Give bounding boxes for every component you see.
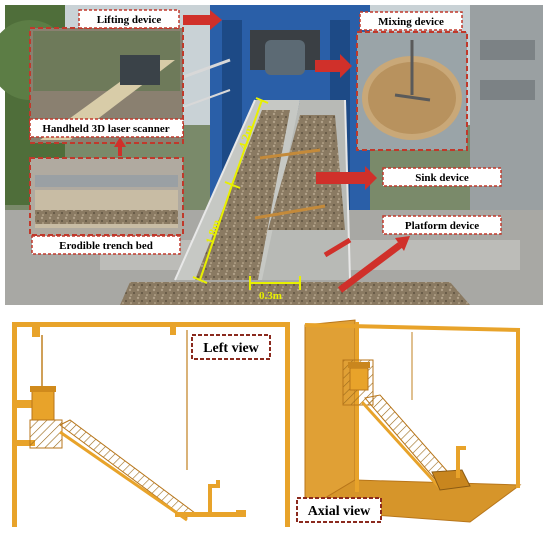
trench-bed-inset: [29, 157, 184, 236]
scanner-label: Handheld 3D laser scanner: [42, 123, 169, 135]
label-platform: Platform device: [382, 215, 502, 235]
label-mixing: Mixing device: [359, 11, 463, 31]
platform-device-label: Platform device: [405, 220, 479, 232]
width-label: 0.3m: [259, 290, 282, 302]
label-trench: Erodible trench bed: [31, 235, 181, 255]
axial-view-label: Axial view: [308, 504, 371, 519]
axial-view-model: [303, 319, 522, 523]
lifting-device-label: Lifting device: [97, 14, 162, 26]
label-scanner: Handheld 3D laser scanner: [29, 118, 184, 138]
lifting-arrow: [183, 10, 222, 30]
label-lifting: Lifting device: [78, 9, 180, 29]
platform-arrow: [337, 242, 403, 293]
left-view-model: [12, 322, 290, 527]
sink-arrow: [316, 166, 377, 190]
dimension-lines: [192, 97, 301, 290]
scanner-arrow: [114, 137, 126, 156]
trench-bed-label: Erodible trench bed: [59, 240, 153, 252]
mixing-arrow: [315, 54, 352, 78]
sink-device-label: Sink device: [415, 172, 469, 184]
axial-view-label-box: Axial view: [296, 497, 382, 523]
label-sink: Sink device: [382, 167, 502, 187]
left-view-label-box: Left view: [191, 334, 271, 360]
mixing-device-inset: [356, 31, 468, 151]
mixing-device-label: Mixing device: [378, 16, 444, 28]
callout-arrows: [114, 10, 410, 293]
left-view-label: Left view: [203, 341, 259, 356]
